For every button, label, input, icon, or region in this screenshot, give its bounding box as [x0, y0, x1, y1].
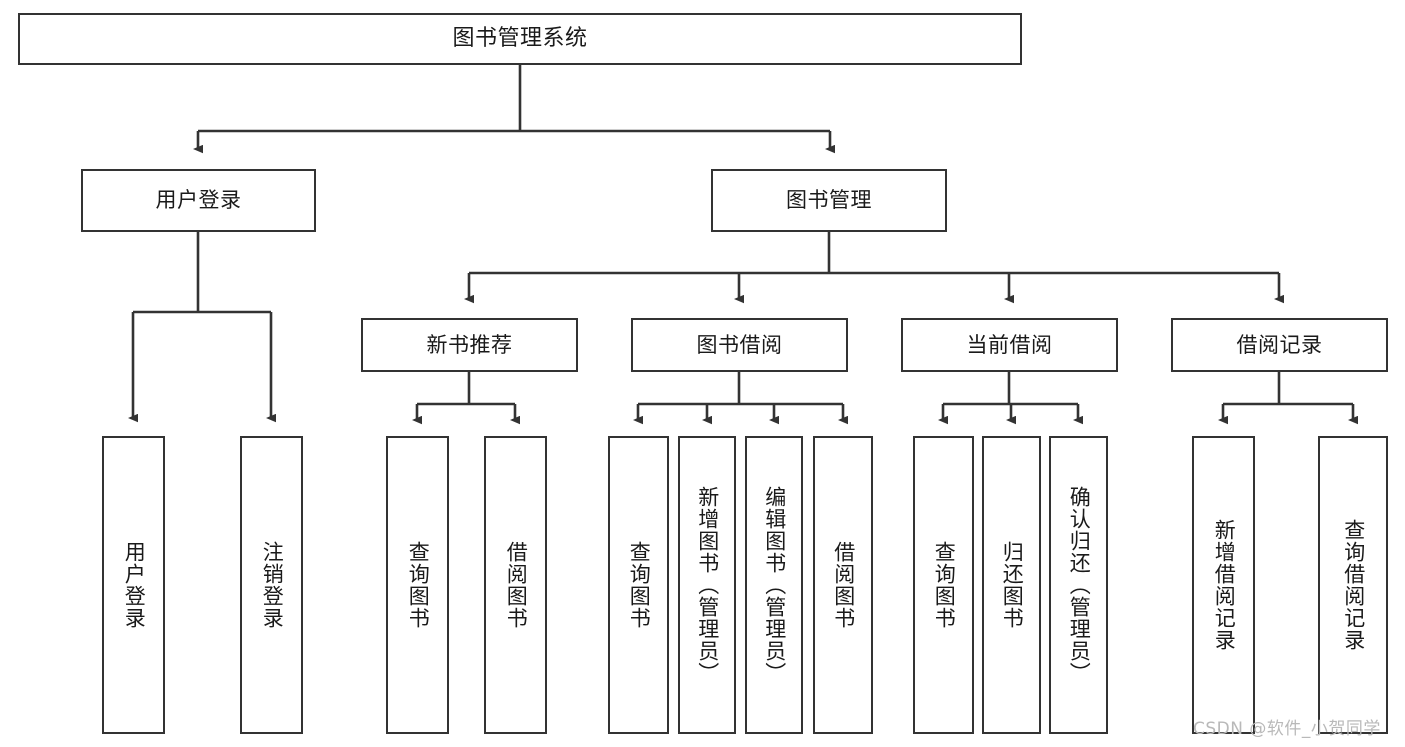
leaf-current-confirm-return-admin-label: 确认归还（管理员） — [1067, 486, 1092, 684]
leaf-borrow-edit-book-admin-label: 编辑图书（管理员） — [762, 486, 787, 684]
leaf-borrow-lend-book-label: 借阅图书 — [831, 541, 856, 629]
node-borrow-records-label: 借阅记录 — [1236, 332, 1323, 357]
node-book-management[interactable]: 图书管理 — [711, 169, 947, 232]
node-borrow-records[interactable]: 借阅记录 — [1171, 318, 1388, 372]
leaf-new-book-borrow-label: 借阅图书 — [504, 541, 529, 629]
node-current-borrow[interactable]: 当前借阅 — [901, 318, 1118, 372]
leaf-current-return-book[interactable]: 归还图书 — [982, 436, 1041, 734]
leaf-user-login[interactable]: 用户登录 — [102, 436, 165, 734]
leaf-borrow-lend-book[interactable]: 借阅图书 — [813, 436, 873, 734]
leaf-current-query-book-label: 查询图书 — [932, 541, 957, 629]
leaf-borrow-add-book-admin-label: 新增图书（管理员） — [695, 486, 720, 684]
leaf-records-query-label: 查询借阅记录 — [1341, 519, 1366, 651]
leaf-borrow-edit-book-admin[interactable]: 编辑图书（管理员） — [745, 436, 803, 734]
leaf-borrow-add-book-admin[interactable]: 新增图书（管理员） — [678, 436, 736, 734]
node-new-book-recommend[interactable]: 新书推荐 — [361, 318, 578, 372]
node-book-management-label: 图书管理 — [786, 188, 872, 213]
leaf-new-book-borrow[interactable]: 借阅图书 — [484, 436, 547, 734]
node-root-system-label: 图书管理系统 — [452, 26, 588, 52]
leaf-records-add-label: 新增借阅记录 — [1212, 519, 1237, 651]
leaf-borrow-query-book-label: 查询图书 — [627, 541, 652, 629]
leaf-new-book-query[interactable]: 查询图书 — [386, 436, 449, 734]
leaf-current-return-book-label: 归还图书 — [1000, 541, 1025, 629]
node-book-borrow-label: 图书借阅 — [696, 332, 783, 357]
leaf-user-logout-label: 注销登录 — [260, 541, 285, 629]
leaf-borrow-query-book[interactable]: 查询图书 — [608, 436, 669, 734]
leaf-records-query[interactable]: 查询借阅记录 — [1318, 436, 1388, 734]
node-book-borrow[interactable]: 图书借阅 — [631, 318, 848, 372]
node-current-borrow-label: 当前借阅 — [966, 332, 1053, 357]
node-user-login-label: 用户登录 — [155, 188, 242, 213]
node-user-login[interactable]: 用户登录 — [81, 169, 316, 232]
node-new-book-recommend-label: 新书推荐 — [426, 332, 513, 357]
leaf-current-query-book[interactable]: 查询图书 — [913, 436, 974, 734]
csdn-watermark: CSDN @软件_小贺同学 — [1193, 719, 1381, 739]
leaf-current-confirm-return-admin[interactable]: 确认归还（管理员） — [1049, 436, 1108, 734]
leaf-new-book-query-label: 查询图书 — [406, 541, 431, 629]
leaf-user-logout[interactable]: 注销登录 — [240, 436, 303, 734]
node-root-system[interactable]: 图书管理系统 — [18, 13, 1022, 65]
leaf-user-login-label: 用户登录 — [122, 541, 147, 629]
leaf-records-add[interactable]: 新增借阅记录 — [1192, 436, 1255, 734]
